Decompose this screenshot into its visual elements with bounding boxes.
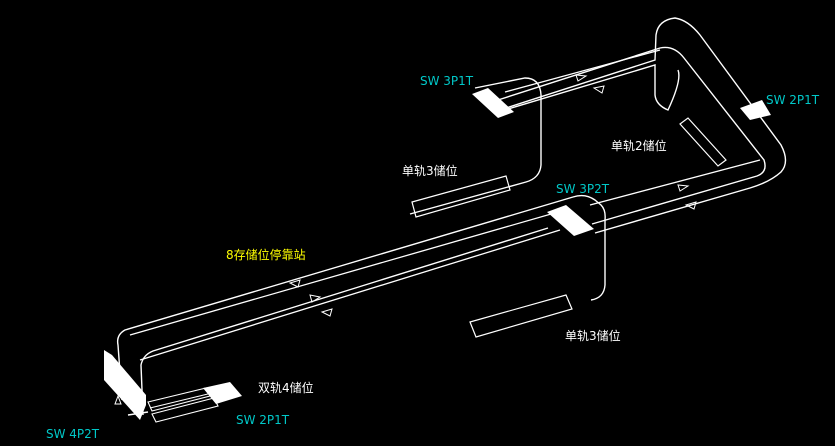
direction-arrow (576, 75, 586, 81)
storage-label-single-3-upper: 单轨3储位 (402, 163, 458, 178)
direction-arrow (678, 185, 688, 191)
switch-4p2t-block (104, 350, 146, 420)
storage-box-single-3-upper (412, 176, 510, 217)
switch-label-4p2t: SW 4P2T (46, 427, 100, 441)
storage-box-single-3-lower (470, 295, 572, 337)
switch-label-2p1t-right: SW 2P1T (766, 93, 820, 107)
storage-label-double-4: 双轨4储位 (258, 380, 314, 395)
switch-label-2p1t-bottom: SW 2P1T (236, 413, 290, 427)
storage-label-single-2: 单轨2储位 (611, 138, 667, 153)
direction-arrow (322, 309, 332, 316)
storage-label-single-3-lower: 单轨3储位 (565, 328, 621, 343)
switch-label-3p2t: SW 3P2T (556, 182, 610, 196)
station-label: 8存储位停靠站 (226, 247, 306, 262)
direction-arrow (594, 86, 604, 93)
main-line-upper (130, 210, 565, 335)
main-line-lower (140, 230, 560, 360)
switch-3p1t-block (472, 88, 514, 118)
switch-label-3p1t: SW 3P1T (420, 74, 474, 88)
storage-box-single-2 (680, 118, 726, 166)
storage-box-double-4-b (152, 398, 218, 422)
inner-track-loop (141, 47, 765, 415)
